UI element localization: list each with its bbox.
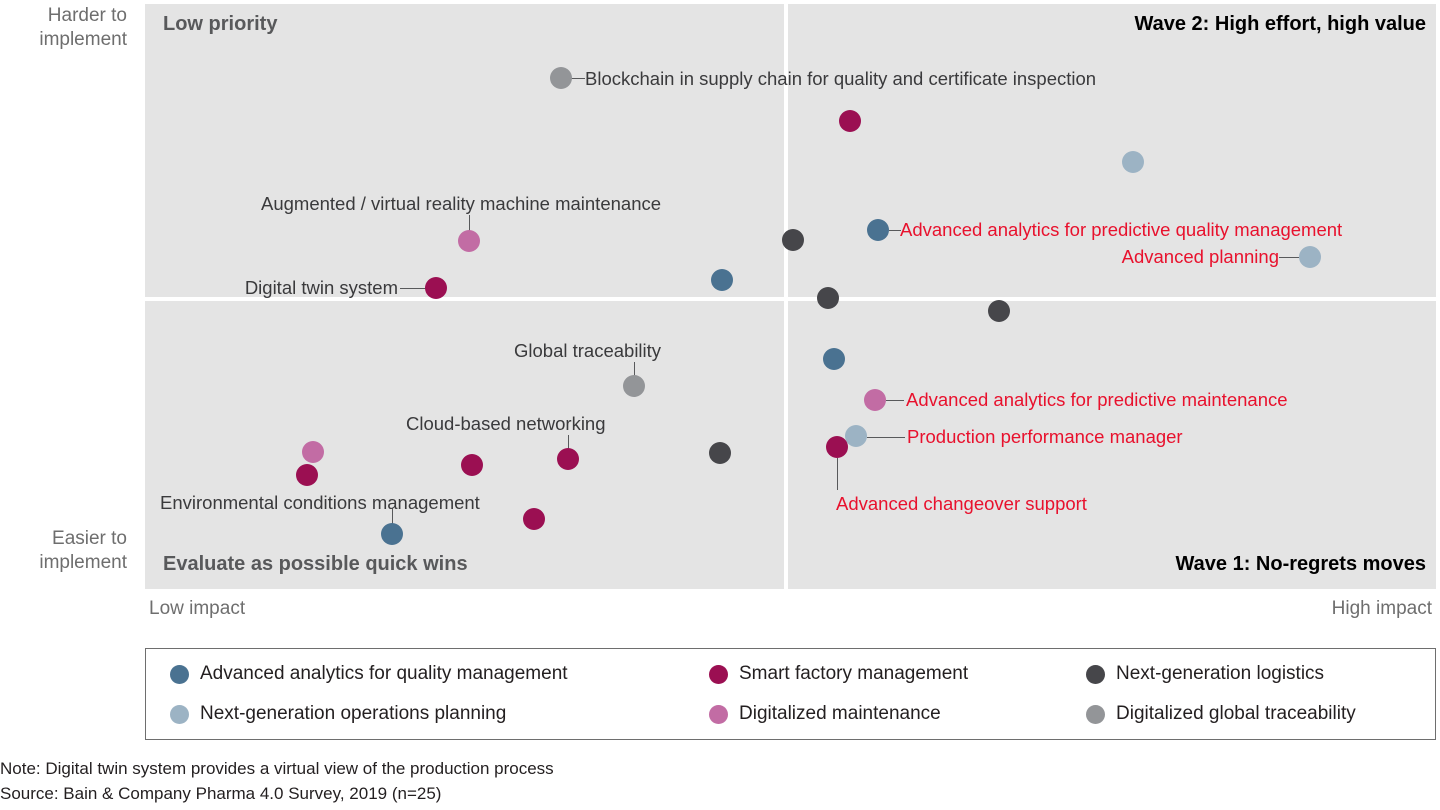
- legend-label-advanced-analytics-quality: Advanced analytics for quality managemen…: [200, 663, 568, 684]
- quadrant-top-right: [788, 4, 1436, 297]
- legend: Advanced analytics for quality managemen…: [145, 648, 1436, 740]
- point-label-predictive-quality-management: Advanced analytics for predictive qualit…: [900, 219, 1343, 240]
- data-point-advanced-planning[interactable]: [1299, 246, 1321, 268]
- legend-item-advanced-analytics-quality[interactable]: Advanced analytics for quality managemen…: [170, 663, 568, 685]
- footnote-note: Note: Digital twin system provides a vir…: [0, 759, 554, 778]
- legend-item-next-gen-logistics[interactable]: Next-generation logistics: [1086, 663, 1324, 685]
- leader-line-blockchain: [571, 78, 585, 79]
- data-point-cloud-based-networking[interactable]: [557, 448, 579, 470]
- data-point-environmental-conditions[interactable]: [381, 523, 403, 545]
- leader-line-cloud-networking: [568, 435, 569, 457]
- quadrant-bottom-right: [788, 301, 1436, 589]
- point-label-advanced-changeover-support: Advanced changeover support: [836, 493, 1087, 514]
- point-label-cloud-based-networking: Cloud-based networking: [406, 413, 606, 434]
- legend-swatch-next-gen-operations-planning: [170, 704, 189, 724]
- quadrant-bottom-left: [145, 301, 784, 589]
- data-point-smart-factory-upper[interactable]: [839, 110, 861, 132]
- point-label-ar-vr-machine-maintenance: Augmented / virtual reality machine main…: [261, 193, 662, 214]
- legend-swatch-digitalized-global-traceability: [1086, 704, 1105, 724]
- data-point-smart-factory-lower[interactable]: [523, 508, 545, 530]
- legend-label-next-gen-operations-planning: Next-generation operations planning: [200, 703, 507, 724]
- data-point-ar-vr-machine-maintenance[interactable]: [458, 230, 480, 252]
- data-point-production-performance-manager[interactable]: [845, 425, 867, 447]
- data-point-quality-analytics-mid[interactable]: [711, 269, 733, 291]
- data-point-advanced-changeover-support[interactable]: [826, 436, 848, 458]
- quadrant-label-quick-wins: Evaluate as possible quick wins: [163, 553, 468, 575]
- leader-line-digital-twin: [400, 288, 426, 289]
- legend-item-smart-factory-management[interactable]: Smart factory management: [709, 663, 968, 685]
- point-label-blockchain-supply-chain: Blockchain in supply chain for quality a…: [585, 68, 1097, 89]
- leader-line-changeover-support: [837, 458, 838, 490]
- legend-label-digitalized-global-traceability: Digitalized global traceability: [1116, 703, 1356, 724]
- data-point-digital-twin-system[interactable]: [425, 277, 447, 299]
- legend-item-digitalized-global-traceability[interactable]: Digitalized global traceability: [1086, 703, 1356, 725]
- leader-line-predictive-maintenance: [886, 400, 904, 401]
- data-point-blockchain-supply-chain[interactable]: [550, 67, 572, 89]
- data-point-predictive-quality-management[interactable]: [867, 219, 889, 241]
- legend-item-next-gen-operations-planning[interactable]: Next-generation operations planning: [170, 703, 506, 725]
- legend-swatch-smart-factory-management: [709, 664, 728, 684]
- point-label-advanced-planning: Advanced planning: [1121, 246, 1279, 267]
- data-point-smart-factory-left-mid[interactable]: [461, 454, 483, 476]
- legend-label-smart-factory-management: Smart factory management: [739, 663, 969, 684]
- data-point-digitalized-maintenance-left[interactable]: [302, 441, 324, 463]
- footnote-source: Source: Bain & Company Pharma 4.0 Survey…: [0, 783, 442, 803]
- data-point-global-traceability[interactable]: [623, 375, 645, 397]
- x-axis-left-label: Low impact: [149, 598, 246, 619]
- point-label-digital-twin-system: Digital twin system: [244, 277, 398, 298]
- leader-line-environmental: [392, 508, 393, 532]
- legend-label-digitalized-maintenance: Digitalized maintenance: [739, 703, 941, 724]
- x-axis-right-label: High impact: [1331, 598, 1432, 619]
- data-point-logistics-boundary[interactable]: [817, 287, 839, 309]
- point-label-production-performance-manager: Production performance manager: [907, 426, 1183, 447]
- point-label-environmental-conditions-management: Environmental conditions management: [160, 492, 480, 513]
- footnotes: Note: Digital twin system provides a vir…: [0, 757, 554, 806]
- quadrant-label-low-priority: Low priority: [163, 13, 278, 35]
- leader-line-production-performance: [867, 437, 905, 438]
- leader-line-global-traceability: [634, 362, 635, 384]
- data-point-logistics-lower-left[interactable]: [709, 442, 731, 464]
- data-point-quality-analytics-lower-right[interactable]: [823, 348, 845, 370]
- legend-swatch-advanced-analytics-quality: [170, 664, 189, 684]
- data-point-smart-factory-far-left[interactable]: [296, 464, 318, 486]
- data-point-next-gen-ops-planning-upper[interactable]: [1122, 151, 1144, 173]
- point-label-predictive-maintenance: Advanced analytics for predictive mainte…: [906, 389, 1288, 410]
- data-point-logistics-right[interactable]: [988, 300, 1010, 322]
- quadrant-label-wave-1: Wave 1: No-regrets moves: [1175, 553, 1426, 575]
- point-label-global-traceability: Global traceability: [514, 340, 662, 361]
- legend-item-digitalized-maintenance[interactable]: Digitalized maintenance: [709, 703, 941, 725]
- leader-line-ar-vr-maintenance: [469, 215, 470, 241]
- quadrant-label-wave-2: Wave 2: High effort, high value: [1134, 13, 1426, 35]
- leader-line-advanced-planning: [1279, 257, 1299, 258]
- legend-label-next-gen-logistics: Next-generation logistics: [1116, 663, 1325, 684]
- legend-swatch-next-gen-logistics: [1086, 664, 1105, 684]
- leader-line-predictive-quality: [889, 230, 901, 231]
- data-point-logistics-mid-left[interactable]: [782, 229, 804, 251]
- data-point-predictive-maintenance[interactable]: [864, 389, 886, 411]
- legend-swatch-digitalized-maintenance: [709, 704, 728, 724]
- quadrant-top-left: [145, 4, 784, 297]
